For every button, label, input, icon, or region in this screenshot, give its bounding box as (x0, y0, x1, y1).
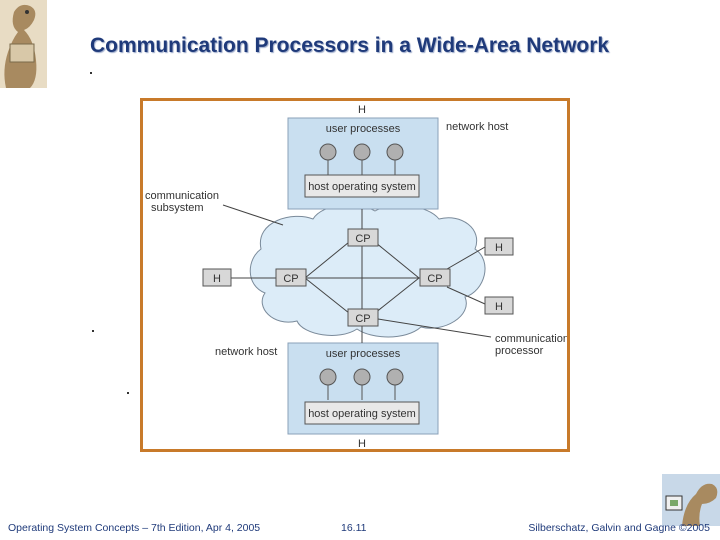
footer-page-number: 16.11 (341, 522, 367, 534)
cp-node (275, 268, 307, 287)
top-host-processes-label: user processes (326, 123, 401, 135)
communication-processor-label: communication processor (495, 333, 567, 357)
cp-node (347, 228, 379, 247)
bottom-host-processes-label: user processes (326, 348, 401, 360)
cp-label: CP (355, 313, 370, 325)
cp-node (347, 308, 379, 327)
top-host-h-label: H (358, 104, 366, 116)
dinosaur-logo (0, 0, 47, 88)
side-host-label: H (213, 273, 221, 285)
process-icon (386, 143, 404, 161)
cp-node (419, 268, 451, 287)
side-host-label: H (495, 242, 503, 254)
bottom-host-h-label: H (358, 438, 366, 449)
top-host-caption: network host (446, 121, 508, 133)
top-host-os-box (304, 174, 420, 198)
process-icon (386, 368, 404, 386)
process-icon (319, 368, 337, 386)
dinosaur-computer-logo (662, 474, 720, 526)
side-host-node (484, 296, 514, 315)
side-host-node (484, 237, 514, 256)
process-icon (353, 368, 371, 386)
bottom-host-os-label: host operating system (308, 408, 416, 420)
process-icon (353, 143, 371, 161)
bottom-host-caption: network host (215, 346, 277, 358)
footer-copyright: Silberschatz, Galvin and Gagne ©2005 (528, 522, 710, 534)
bullet-dot (127, 392, 129, 394)
cp-label: CP (283, 273, 298, 285)
side-host-node (202, 268, 232, 287)
cp-label: CP (427, 273, 442, 285)
bullet-dot (92, 330, 94, 332)
top-host-os-label: host operating system (308, 181, 416, 193)
process-icon (319, 143, 337, 161)
wan-diagram: user processes host operating system H n… (140, 98, 570, 452)
bottom-host-os-box (304, 401, 420, 425)
side-host-label: H (495, 301, 503, 313)
communication-subsystem-label: communication subsystem (145, 190, 222, 214)
cp-label: CP (355, 233, 370, 245)
bullet-dot (90, 72, 92, 74)
footer-course: Operating System Concepts – 7th Edition,… (8, 522, 261, 534)
slide-title: Communication Processors in a Wide-Area … (90, 34, 610, 57)
